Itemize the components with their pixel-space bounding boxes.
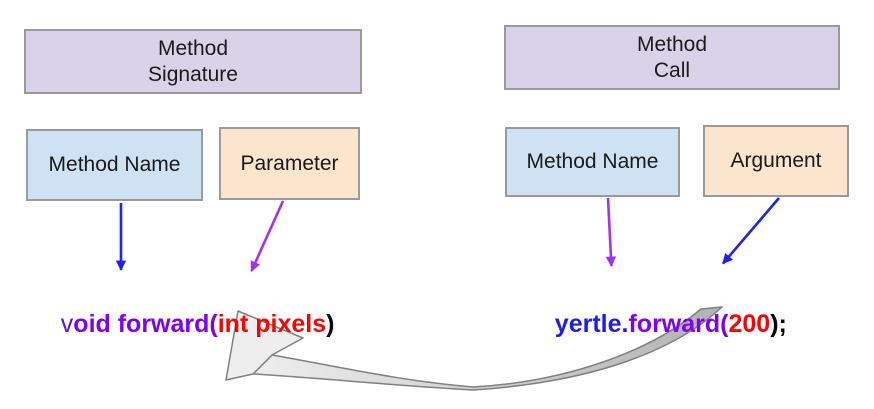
code-keyword-first-char: v [60,310,74,338]
method-signature-code: void forward(int pixels) [33,281,335,368]
curved-return-arrow-band [252,306,723,391]
arrow-parameter-to-code [250,200,285,272]
method-call-box: Method Call [504,25,840,90]
method-signature-line1: Method [157,36,229,60]
method-name-label-right: Method Name [526,150,659,173]
method-name-label-left: Method Name [48,153,181,176]
method-call-code: yertle.forward(200); [527,281,787,368]
code-close-paren-semicolon: ); [770,310,787,338]
method-call-line2: Call [653,58,691,82]
code-method-name: forward( [628,310,729,338]
method-call-line1: Method [636,32,708,56]
parameter-box: Parameter [219,127,360,200]
method-signature-line2: Signature [148,62,238,86]
argument-box: Argument [703,125,849,197]
code-argument-value: 200 [728,310,771,338]
arrow-method-name-to-code-right [605,197,617,268]
curved-return-arrow-head [225,310,304,381]
code-keyword-and-name: oid forward( [73,310,218,338]
method-signature-box: Method Signature [24,29,362,94]
code-close-paren: ) [326,310,335,338]
method-signature-label: Method Signature [148,36,238,88]
code-parameters: int pixels [217,310,327,338]
method-name-box-right: Method Name [505,127,680,197]
parameter-label: Parameter [240,151,339,175]
method-name-box-left: Method Name [26,129,203,201]
argument-label: Argument [730,149,822,172]
code-object-name: yertle. [554,310,629,338]
method-call-label: Method Call [637,32,707,84]
arrow-argument-to-code [722,197,780,265]
